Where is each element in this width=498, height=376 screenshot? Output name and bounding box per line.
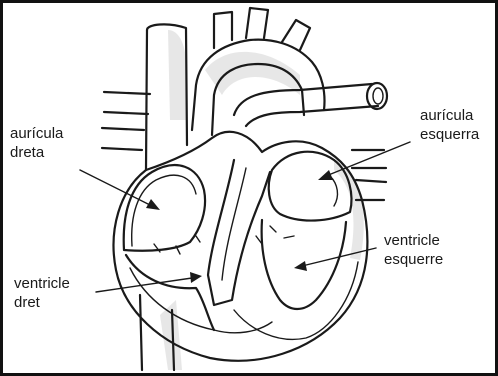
- pointer-right-ventricle-arrowhead: [190, 272, 202, 283]
- right-atrium-inner: [132, 175, 196, 246]
- pulmonary-artery-lumen: [373, 88, 383, 104]
- superior-vena-cava-left-wall: [146, 30, 147, 170]
- left-atrium-wall: [269, 152, 352, 221]
- heart-illustration: [102, 8, 387, 370]
- label-right-ventricle-line1: ventricle: [14, 275, 70, 292]
- left-atrium-valve: [330, 176, 337, 206]
- labels: aurícula dreta aurícula esquerra ventric…: [10, 107, 480, 311]
- septum-inner: [222, 168, 246, 280]
- aortic-branches: [214, 8, 310, 50]
- label-left-atrium-line2: esquerra: [420, 126, 480, 143]
- label-right-atrium-line2: dreta: [10, 144, 45, 161]
- label-right-ventricle-line2: dret: [14, 294, 41, 311]
- pointer-left-atrium-arrowhead: [318, 170, 333, 180]
- right-pulmonary-veins: [102, 92, 150, 150]
- pointer-right-atrium-arrowhead: [146, 199, 160, 210]
- label-right-atrium-line1: aurícula: [10, 125, 64, 142]
- label-left-ventricle-line2: esquerre: [384, 251, 443, 268]
- left-ventricle-outer: [234, 262, 358, 339]
- label-left-ventricle-line1: ventricle: [384, 232, 440, 249]
- heart-outline: [114, 132, 368, 361]
- pulmonary-artery: [234, 84, 378, 126]
- pointer-left-ventricle-arrowhead: [294, 261, 307, 271]
- right-ventricle-inner: [130, 268, 272, 333]
- label-left-atrium-line1: aurícula: [420, 107, 474, 124]
